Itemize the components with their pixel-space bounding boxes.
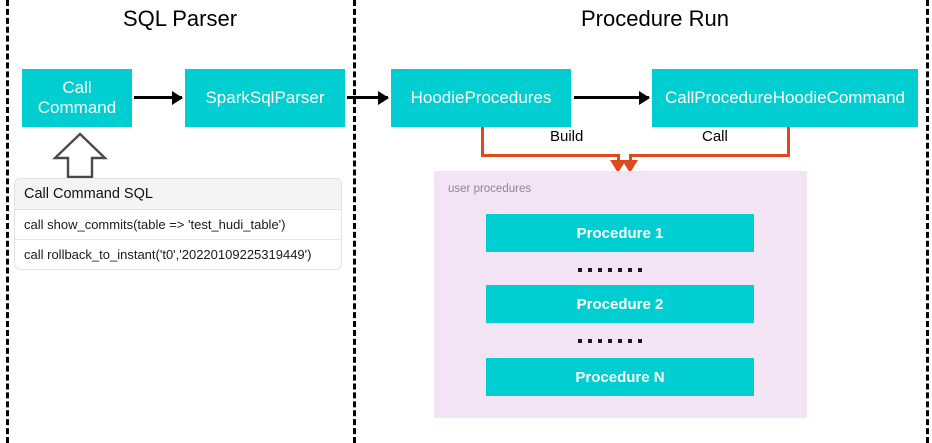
ellipsis-separator-1	[578, 268, 642, 272]
procedure-item-1[interactable]: Procedure 1	[486, 214, 754, 252]
call-command-sql-table: Call Command SQL call show_commits(table…	[14, 178, 342, 270]
arrow-call-command-to-parser	[134, 96, 182, 99]
divider-left	[6, 0, 9, 443]
node-spark-sql-parser[interactable]: SparkSqlParser	[185, 69, 345, 127]
ellipsis-separator-2	[578, 339, 642, 343]
section-title-sql-parser: SQL Parser	[122, 6, 238, 31]
node-call-procedure-hoodie-command[interactable]: CallProcedureHoodieCommand	[652, 69, 918, 127]
sql-table-row[interactable]: call rollback_to_instant('t0','202201092…	[24, 247, 312, 262]
divider-middle	[353, 0, 356, 443]
procedure-item-n[interactable]: Procedure N	[486, 358, 754, 396]
sql-table-header: Call Command SQL	[15, 179, 341, 210]
section-title-procedure-run: Procedure Run	[581, 6, 729, 31]
edge-label-build: Build	[545, 128, 589, 145]
block-up-arrow-icon	[52, 132, 108, 179]
divider-right	[926, 0, 929, 443]
arrow-parser-to-procedures	[347, 96, 388, 99]
arrow-procedures-to-command	[574, 96, 649, 99]
sql-table-row[interactable]: call show_commits(table => 'test_hudi_ta…	[15, 210, 341, 240]
connector-call-arrowhead	[622, 160, 638, 173]
procedure-item-2[interactable]: Procedure 2	[486, 285, 754, 323]
user-procedures-label: user procedures	[448, 183, 532, 195]
edge-label-call: Call	[697, 128, 733, 145]
node-hoodie-procedures[interactable]: HoodieProcedures	[391, 69, 571, 127]
node-call-command[interactable]: Call Command	[22, 69, 132, 127]
